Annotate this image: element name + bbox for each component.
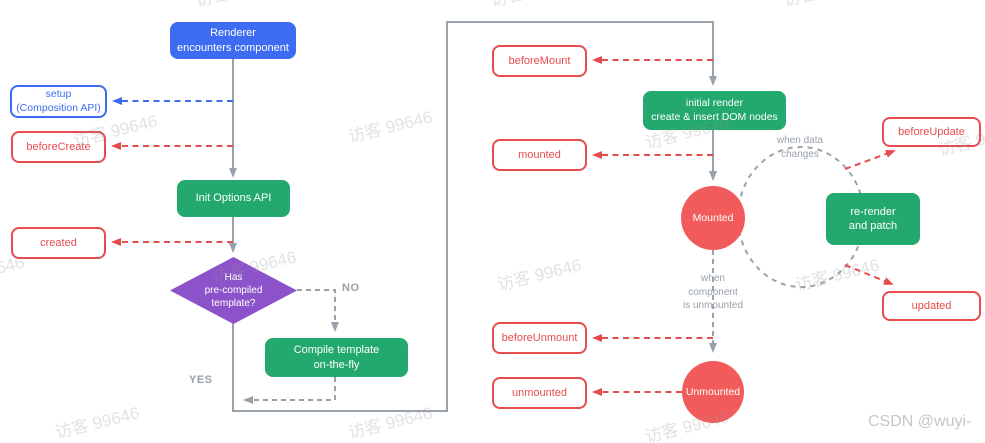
node-compile-line1: Compile template: [293, 344, 380, 357]
node-before-update: beforeUpdate: [882, 117, 981, 147]
node-unmounted-state: Unmounted: [682, 361, 744, 423]
label-yes: YES: [189, 374, 213, 386]
node-mounted-hook: mounted: [492, 139, 587, 171]
node-created: created: [11, 227, 106, 259]
node-before-update-label: beforeUpdate: [898, 125, 965, 138]
decision-line1: Has: [224, 272, 243, 283]
node-renderer-line1: Renderer: [210, 27, 256, 40]
label-when-unmounted-line2: component: [688, 286, 738, 298]
node-updated: updated: [882, 291, 981, 321]
node-mounted-hook-label: mounted: [518, 148, 561, 161]
node-before-create: beforeCreate: [11, 131, 106, 163]
node-mounted-state-label: Mounted: [692, 212, 734, 224]
node-before-unmount: beforeUnmount: [492, 322, 587, 354]
node-unmounted-hook: unmounted: [492, 377, 587, 409]
node-compile-template: Compile template on-the-fly: [265, 338, 408, 377]
label-when-data-line1: when data: [776, 135, 824, 146]
node-before-unmount-label: beforeUnmount: [501, 331, 578, 344]
label-when-unmounted-line1: when: [701, 273, 725, 284]
node-setup-line1: setup: [45, 87, 72, 100]
node-before-create-label: beforeCreate: [26, 140, 91, 153]
arrow-to-before-update: [844, 150, 896, 170]
node-rerender-line1: re-render: [850, 205, 896, 218]
node-rerender: re-render and patch: [826, 193, 920, 245]
label-when-data-changes: when data changes: [758, 134, 842, 161]
label-no: NO: [342, 282, 360, 294]
node-unmounted-state-label: Unmounted: [685, 386, 741, 398]
csdn-credit: CSDN @wuyi-: [868, 413, 972, 430]
node-before-mount-label: beforeMount: [508, 54, 571, 67]
arrow-to-updated: [844, 264, 894, 285]
node-setup-line2: (Composition API): [16, 101, 101, 114]
node-unmounted-hook-label: unmounted: [511, 386, 568, 399]
label-when-unmounted: when component is unmounted: [663, 272, 763, 313]
node-init-options: Init Options API: [177, 180, 290, 217]
label-when-unmounted-line3: is unmounted: [682, 300, 744, 311]
decision-line2: pre-compiled: [204, 285, 263, 296]
node-initial-render-line1: initial render: [685, 96, 744, 109]
node-before-mount: beforeMount: [492, 45, 587, 77]
node-setup: setup (Composition API): [10, 85, 107, 118]
label-when-data-line2: changes: [781, 148, 819, 160]
arrow-compile-back-to-loop: [243, 377, 336, 404]
node-compile-line2: on-the-fly: [313, 358, 360, 371]
arrow-yes-loop-to-initial-render: [232, 21, 717, 412]
node-renderer-line2: encounters component: [177, 41, 289, 54]
node-initial-render-line2: create & insert DOM nodes: [651, 110, 778, 123]
node-mounted-state: Mounted: [681, 186, 745, 250]
decision-line3: template?: [211, 298, 256, 309]
node-init-options-label: Init Options API: [195, 192, 272, 205]
node-renderer: Renderer encounters component: [170, 22, 296, 59]
node-created-label: created: [40, 236, 77, 249]
node-updated-label: updated: [911, 299, 952, 312]
node-rerender-line2: and patch: [848, 220, 898, 232]
node-initial-render: initial render create & insert DOM nodes: [643, 91, 786, 130]
arrow-no-branch: [297, 289, 339, 332]
